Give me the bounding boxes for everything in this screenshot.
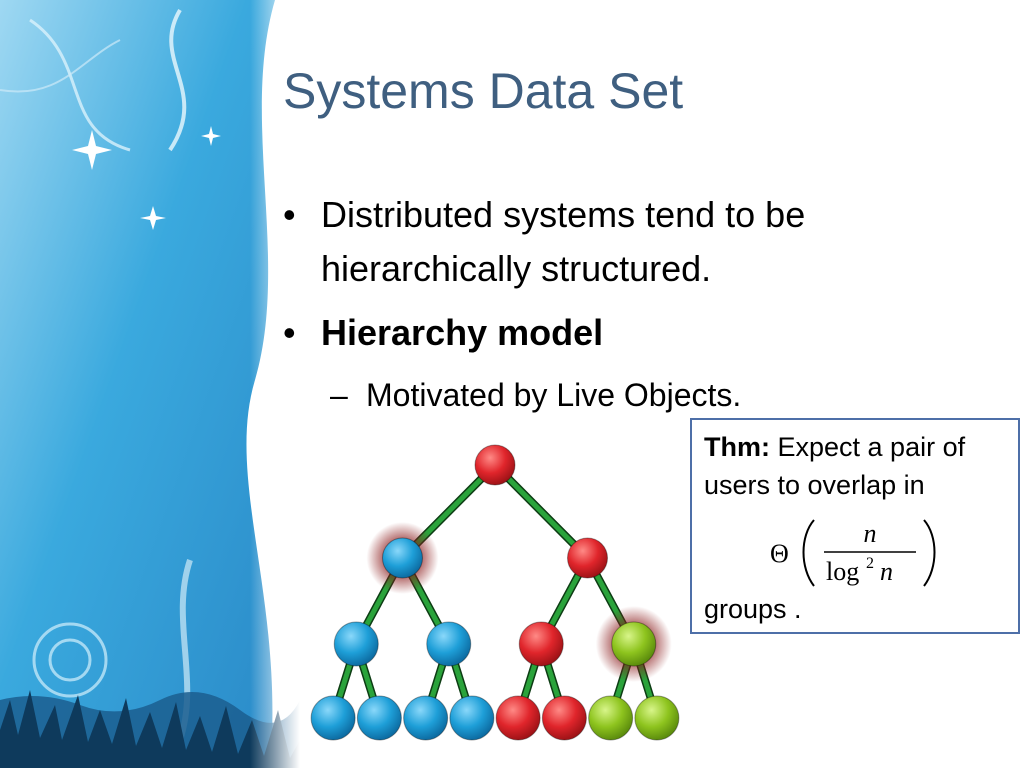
tree-node-red [518,621,564,667]
bullet-text: Hierarchy model [321,312,604,353]
sub-bullet-text: Motivated by Live Objects. [366,377,742,413]
formula-log: log [826,557,859,586]
tree-node-blue [356,695,402,741]
tree-node-red [567,537,608,579]
formula-numerator: n [864,519,877,548]
bullet-point: • Hierarchy model [283,306,933,360]
theorem-text: Expect a pair of [769,432,966,462]
theta-formula: Θ n log 2 n [770,519,936,587]
tree-node-green [611,621,657,667]
tree-edge [492,462,590,561]
tree-node-blue [403,695,449,741]
tree-node-blue [449,695,495,741]
tree-node-red [541,695,587,741]
theorem-line2: users to overlap in [704,470,925,500]
sub-bullet-dash: – [330,377,348,413]
theorem-line3: groups . [704,594,802,624]
sub-bullet-point: – Motivated by Live Objects. [330,368,930,418]
tree-node-green [588,695,634,741]
bullet-point: • Distributed systems tend to be hierarc… [283,188,933,298]
tree-node-red [495,695,541,741]
bullet-symbol: • [283,194,296,235]
decorative-background [0,0,300,768]
bullet-symbol: • [283,312,296,353]
tree-node-blue [382,537,423,579]
theorem-box: Thm: Expect a pair of users to overlap i… [690,418,1020,634]
formula-left-paren [802,519,815,587]
slide-title: Systems Data Set [283,63,684,119]
sparkle-icon [201,126,221,146]
formula-right-paren [923,519,936,587]
tree-node-blue [426,621,472,667]
theorem-label: Thm: [704,432,770,462]
formula-exponent: 2 [866,555,874,572]
hierarchy-tree-diagram [310,444,680,741]
bullet-text-line2: hierarchically structured. [321,248,712,289]
sparkle-icon [140,206,166,230]
tree-node-green [634,695,680,741]
theorem-line1: Thm: Expect a pair of [704,432,965,463]
sparkle-icon [72,130,112,170]
formula-denominator-var: n [880,557,893,586]
tree-node-blue [333,621,379,667]
tree-node-blue [310,695,356,741]
formula-theta: Θ [770,539,789,568]
bullet-text-line1: Distributed systems tend to be [321,194,806,235]
tree-node-red [474,444,516,486]
